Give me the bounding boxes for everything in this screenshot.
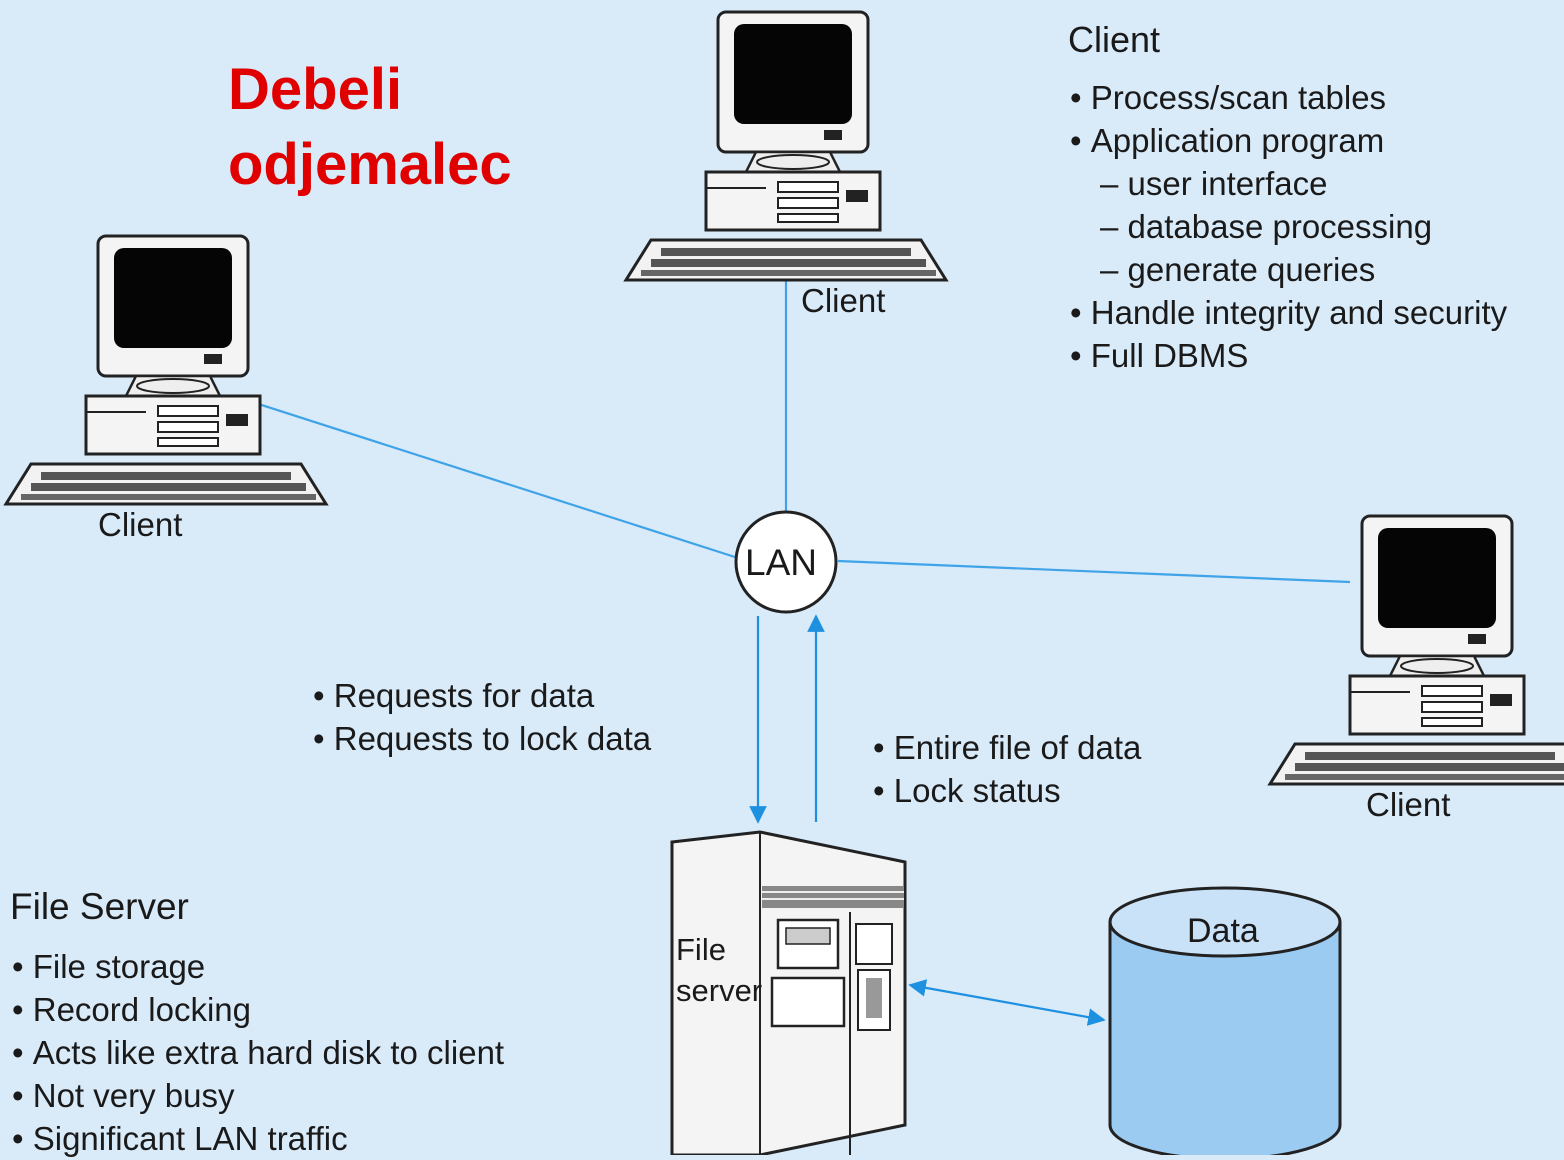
file-server-feature-item: Record locking	[12, 988, 504, 1031]
client-feature-item: Full DBMS	[1070, 334, 1507, 377]
link-left-client	[245, 398, 739, 560]
file-server-panel-heading: File Server	[10, 886, 189, 927]
file-server-feature-item: Not very busy	[12, 1074, 504, 1117]
file-server-panel-list: File storageRecord lockingActs like extr…	[12, 945, 504, 1160]
client-feature-item: Handle integrity and security	[1070, 291, 1507, 334]
client-top-computer-icon	[624, 10, 948, 282]
client-feature-item: user interface	[1070, 162, 1507, 205]
file-server-tower-icon	[670, 830, 907, 1155]
client-feature-item: Process/scan tables	[1070, 76, 1507, 119]
arrow-server-data	[908, 979, 1106, 1026]
client-right-label: Client	[1366, 786, 1451, 823]
client-feature-item: database processing	[1070, 205, 1507, 248]
response-item: Lock status	[873, 769, 1141, 812]
data-store-label: Data	[1187, 912, 1259, 950]
file-server-label-line-2: server	[676, 973, 763, 1008]
lan-label: LAN	[745, 542, 817, 583]
file-server-feature-item: File storage	[12, 945, 504, 988]
link-right-client	[837, 559, 1351, 584]
client-top-label: Client	[801, 282, 886, 319]
client-feature-item: Application program	[1070, 119, 1507, 162]
client-panel-heading: Client	[1068, 19, 1161, 60]
file-server-label-line-1: File	[676, 932, 726, 967]
file-server-feature-item: Acts like extra hard disk to client	[12, 1031, 504, 1074]
data-store-cylinder-icon	[1108, 886, 1342, 1155]
file-server-feature-item: Significant LAN traffic	[12, 1117, 504, 1160]
title-line-2: odjemalec	[228, 132, 512, 198]
lan-node	[734, 510, 838, 614]
client-right-computer-icon	[1268, 514, 1564, 786]
responses-list: Entire file of dataLock status	[873, 726, 1142, 812]
client-left-computer-icon	[4, 234, 328, 506]
response-item: Entire file of data	[873, 726, 1142, 769]
request-item: Requests to lock data	[313, 717, 651, 760]
title-line-1: Debeli	[228, 57, 403, 122]
client-panel-list: Process/scan tablesApplication programus…	[1070, 76, 1507, 377]
page-title: Debeli odjemalec	[228, 52, 512, 203]
client-left-label: Client	[98, 506, 183, 543]
requests-list: Requests for dataRequests to lock data	[313, 674, 651, 760]
request-item: Requests for data	[313, 674, 651, 717]
client-feature-item: generate queries	[1070, 248, 1507, 291]
